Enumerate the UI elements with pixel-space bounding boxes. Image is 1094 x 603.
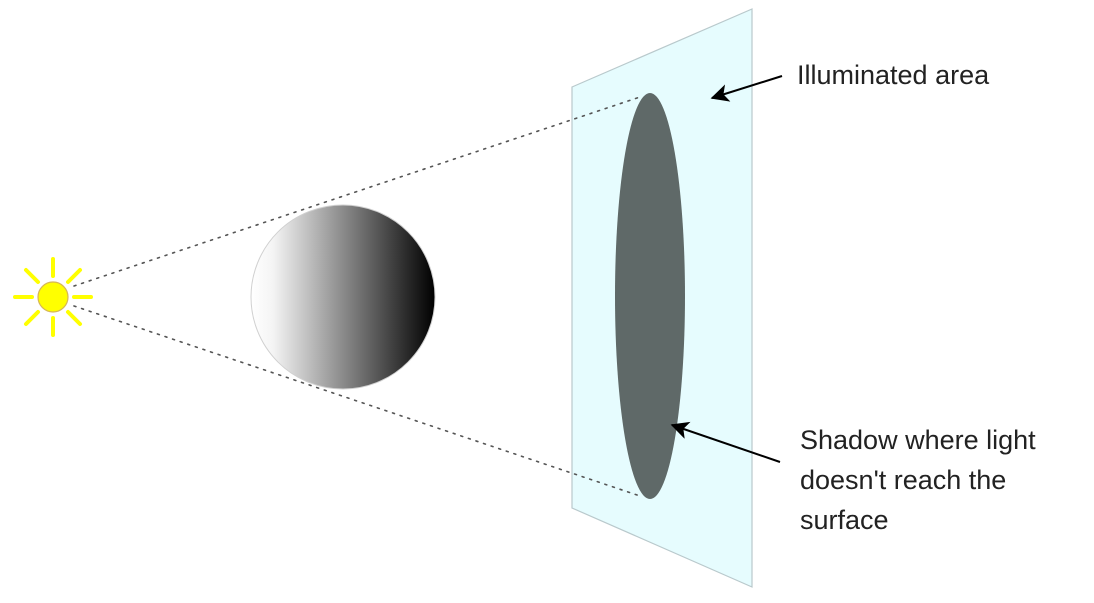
sun-icon [13, 257, 93, 337]
light-ray-top [73, 96, 641, 287]
shadow-ellipse [615, 93, 685, 499]
shadow-arrow [670, 421, 781, 463]
shadow-label-line-2: doesn't reach the [800, 465, 1007, 495]
shadow-label-line-1: Shadow where light [800, 425, 1036, 455]
sphere-icon [250, 204, 436, 390]
illuminated-area-arrow [710, 75, 783, 102]
illuminated-area-label: Illuminated area [797, 60, 990, 90]
light-ray-bottom [73, 305, 641, 497]
shadow-label-line-3: surface [800, 505, 889, 535]
shadow-label: Shadow where light doesn't reach the sur… [800, 420, 1036, 540]
